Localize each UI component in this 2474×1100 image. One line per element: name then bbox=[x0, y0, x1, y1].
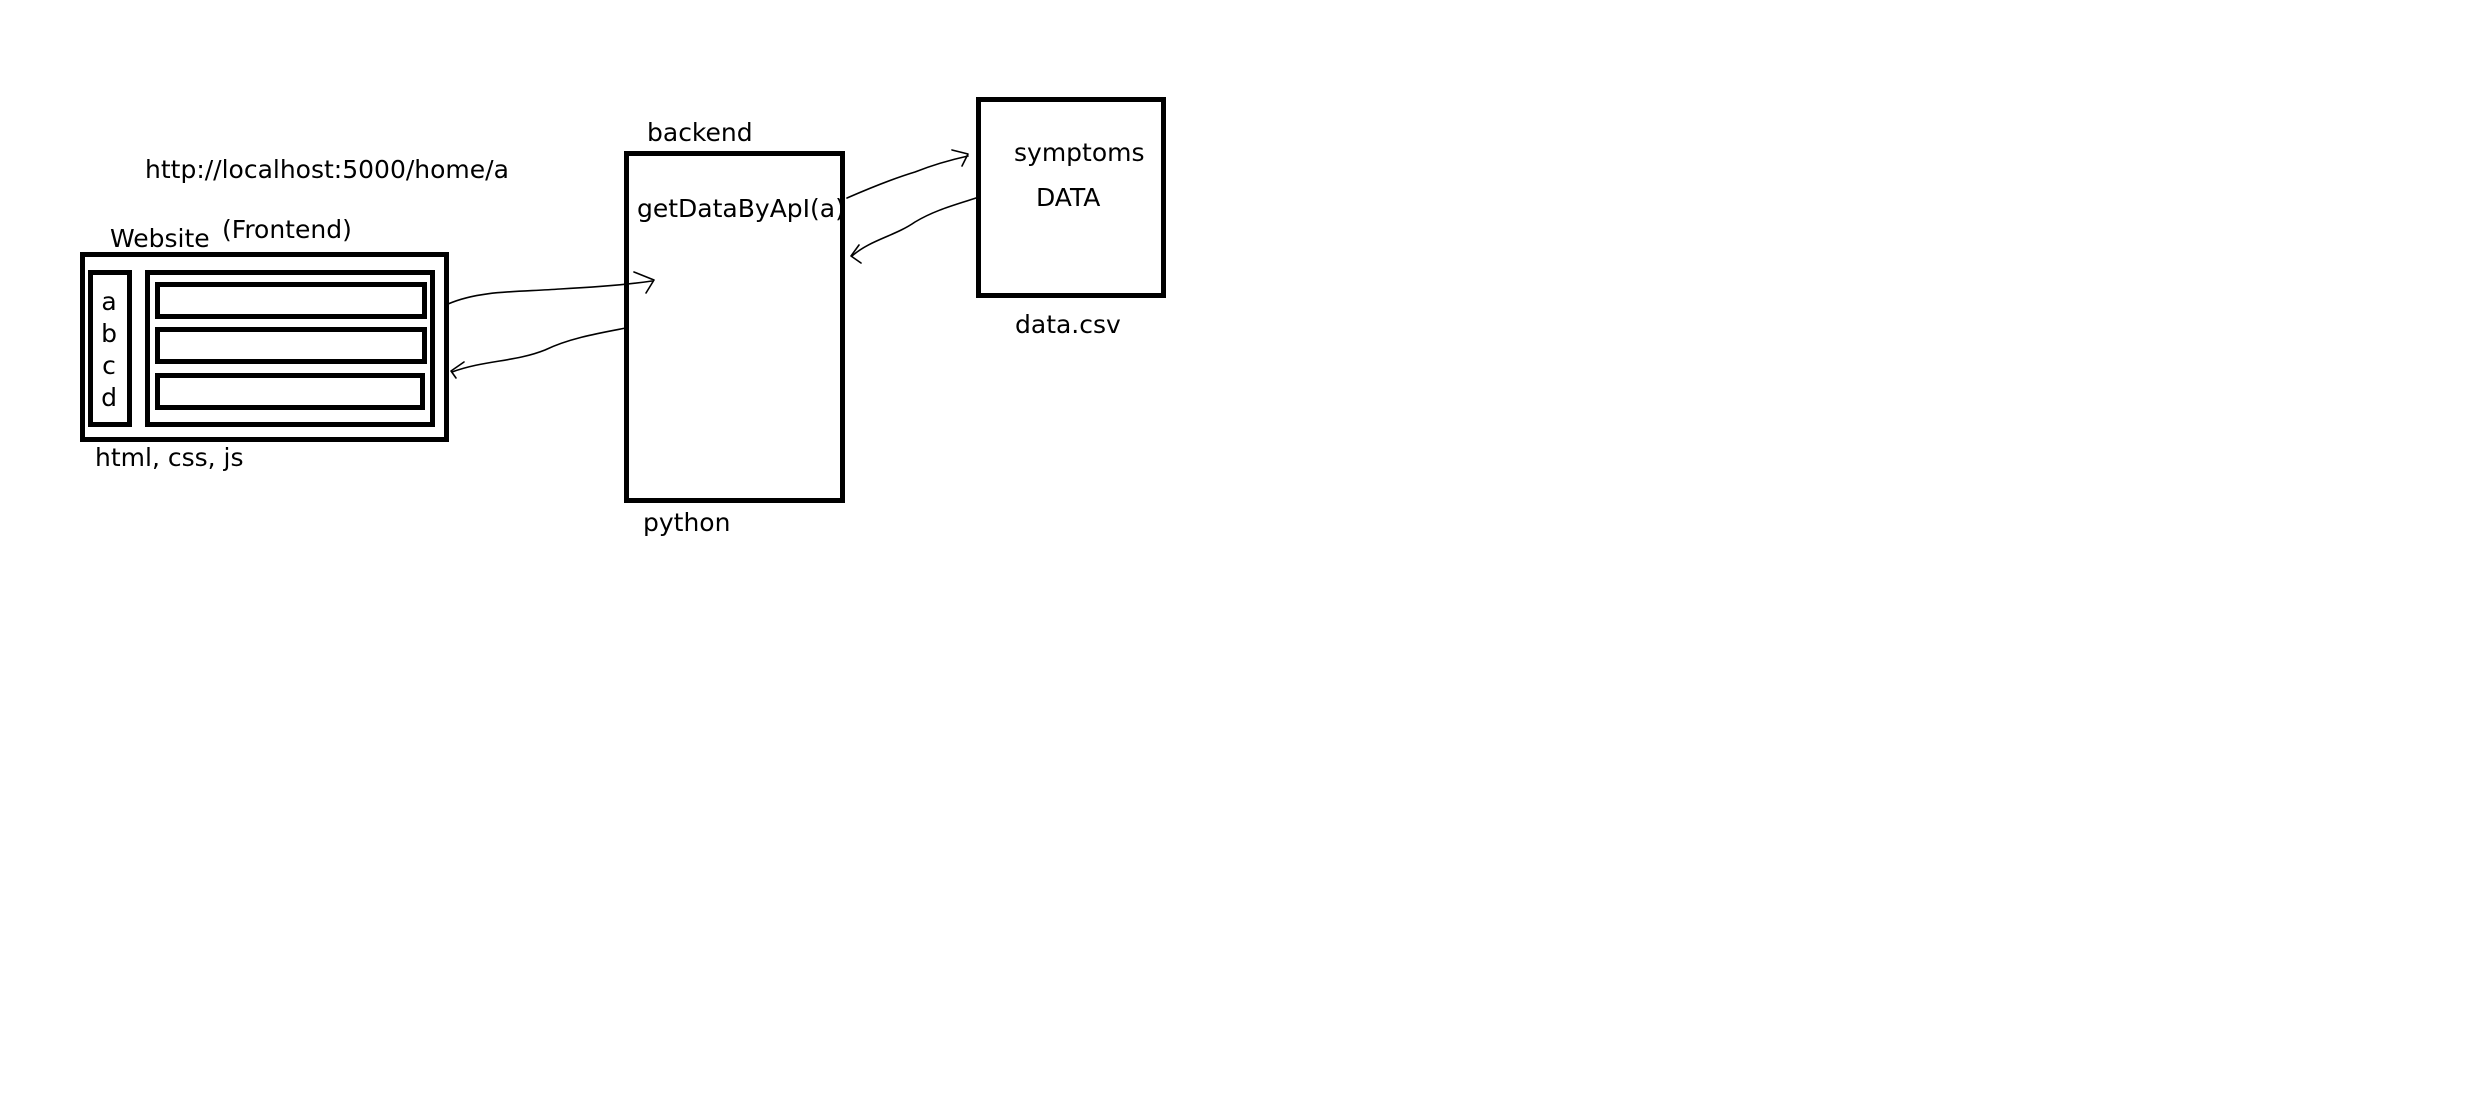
arrow-data-to-backend bbox=[851, 197, 977, 257]
website-content bbox=[145, 270, 435, 427]
backend-label: backend bbox=[647, 118, 753, 147]
data-symptoms-label: symptoms bbox=[1014, 138, 1145, 167]
backend-box bbox=[624, 151, 845, 503]
data-box bbox=[976, 97, 1166, 298]
backend-language-label: python bbox=[643, 508, 731, 537]
data-data-label: DATA bbox=[1036, 183, 1101, 212]
frontend-tech-label: html, css, js bbox=[95, 443, 244, 472]
content-row bbox=[155, 373, 425, 410]
frontend-label: (Frontend) bbox=[222, 215, 352, 244]
arrow-backend-to-frontend bbox=[451, 327, 627, 373]
sidebar-letter-c: c bbox=[102, 351, 116, 380]
sidebar-letter-list: a b c d bbox=[96, 286, 122, 414]
sidebar-letter-d: d bbox=[101, 383, 117, 412]
content-row bbox=[155, 327, 427, 364]
data-filename-label: data.csv bbox=[1015, 310, 1121, 339]
website-box bbox=[80, 252, 449, 442]
arrowhead-data-to-backend bbox=[850, 244, 862, 264]
arrowhead-backend-to-data bbox=[951, 149, 969, 167]
backend-function-label: getDataByApI(a) bbox=[637, 194, 845, 223]
url-label: http://localhost:5000/home/a bbox=[145, 155, 509, 184]
content-row bbox=[155, 282, 427, 319]
website-sidebar bbox=[88, 270, 132, 427]
arrow-backend-to-data bbox=[846, 155, 969, 199]
website-label: Website bbox=[110, 224, 210, 253]
sidebar-letter-a: a bbox=[101, 287, 117, 316]
arrow-frontend-to-backend bbox=[447, 280, 653, 305]
sidebar-letter-b: b bbox=[101, 319, 117, 348]
arrowhead-backend-to-frontend bbox=[450, 361, 465, 379]
